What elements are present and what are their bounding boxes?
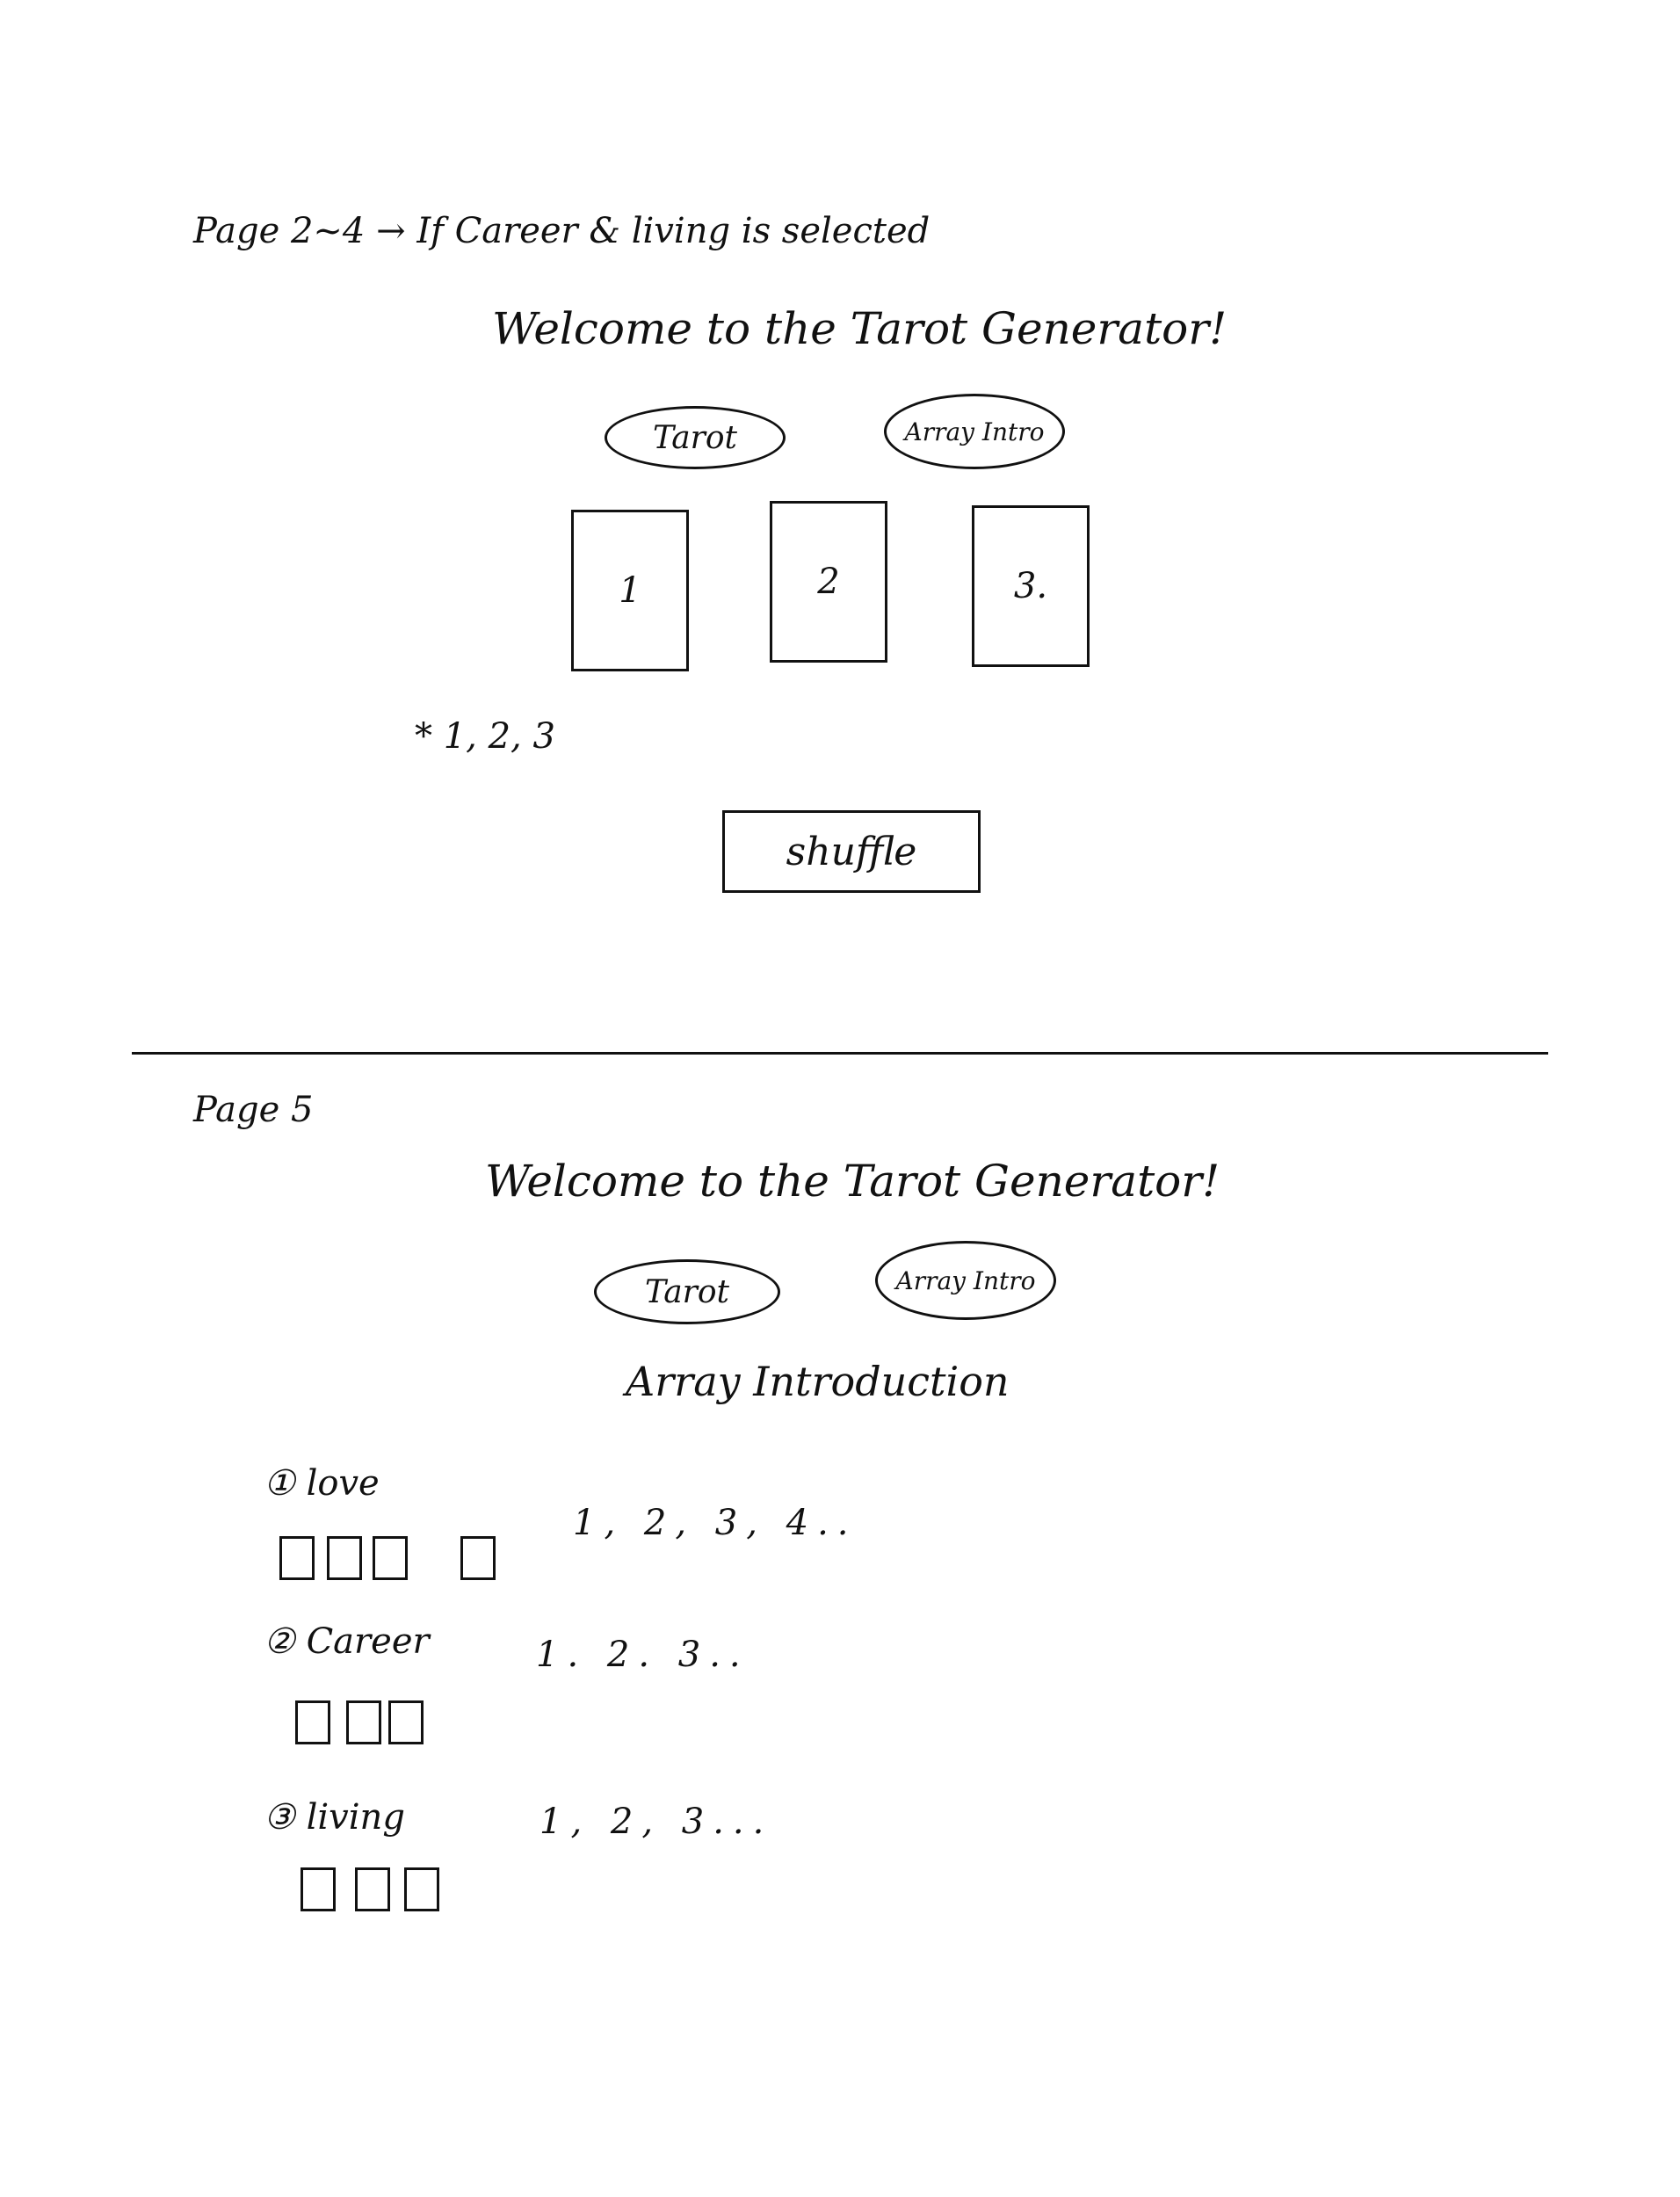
array-intro-nav-button[interactable]: Array Intro <box>875 1241 1056 1320</box>
page-title: Welcome to the Tarot Generator! <box>485 1156 1220 1207</box>
card-slot <box>346 1700 381 1744</box>
page-title: Welcome to the Tarot Generator! <box>492 303 1227 354</box>
array-career-steps: 1. 2. 3.. <box>536 1635 749 1675</box>
tarot-nav-button[interactable]: Tarot <box>594 1259 780 1324</box>
page-2-4-note: Page 2~4 → If Career & living is selecte… <box>193 211 931 251</box>
card-slot <box>279 1536 315 1580</box>
card-order-note: * 1, 2, 3 <box>415 716 555 757</box>
array-living-boxes <box>301 1867 439 1911</box>
array-living-steps: 1, 2, 3... <box>539 1802 773 1842</box>
array-career-label: ② Career <box>264 1621 430 1662</box>
card-slot <box>327 1536 362 1580</box>
array-love-steps: 1, 2, 3, 4.. <box>573 1503 858 1543</box>
array-love-label: ① love <box>264 1463 380 1504</box>
card-slot <box>301 1867 336 1911</box>
page-5-note: Page 5 <box>193 1090 314 1130</box>
shuffle-button[interactable]: shuffle <box>722 810 981 893</box>
tarot-card-1[interactable]: 1 <box>571 510 689 671</box>
page-divider <box>132 1052 1548 1055</box>
array-intro-nav-button[interactable]: Array Intro <box>884 394 1065 469</box>
card-slot <box>355 1867 390 1911</box>
card-slot <box>373 1536 408 1580</box>
card-slot <box>404 1867 439 1911</box>
tarot-nav-button[interactable]: Tarot <box>605 406 786 469</box>
tarot-card-3[interactable]: 3. <box>972 505 1090 667</box>
array-career-boxes <box>295 1700 424 1744</box>
card-slot <box>295 1700 330 1744</box>
card-slot <box>460 1536 496 1580</box>
section-title: Array Introduction <box>626 1358 1010 1405</box>
tarot-card-2[interactable]: 2 <box>770 501 887 663</box>
array-living-label: ③ living <box>264 1797 405 1838</box>
card-slot <box>388 1700 424 1744</box>
array-love-boxes <box>279 1536 496 1580</box>
